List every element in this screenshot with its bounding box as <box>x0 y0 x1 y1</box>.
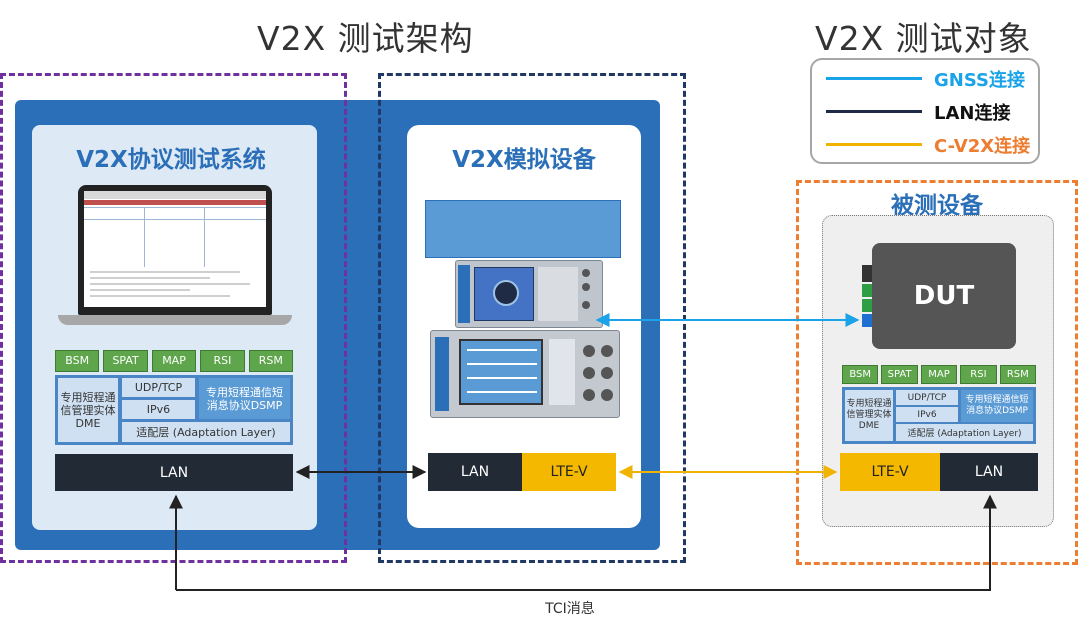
app-rsi: RSI <box>200 350 245 372</box>
dut-adaptation-layer-box: 适配层 (Adaptation Layer) <box>896 424 1033 441</box>
app-bsm: BSM <box>55 350 100 372</box>
dut-lan-port: LAN <box>940 453 1038 491</box>
dsmp-box: 专用短程通信短消息协议DSMP <box>199 378 290 419</box>
simulator-label-box <box>425 200 621 258</box>
lan-legend-line <box>826 110 922 113</box>
gnss-legend-line <box>826 77 922 80</box>
simulator-lan-port: LAN <box>428 453 522 491</box>
cv2x-legend-line <box>826 143 922 146</box>
dut-ipv6-box: IPv6 <box>896 407 958 422</box>
dut-app-bsm: BSM <box>842 365 879 384</box>
tci-message-label: TCI消息 <box>545 601 595 617</box>
dut-app-map: MAP <box>920 365 958 384</box>
ipv6-box: IPv6 <box>122 400 195 419</box>
dut-app-spat: SPAT <box>881 365 918 384</box>
gnss-legend-label: GNSS连接 <box>934 70 1025 91</box>
simulator-ltev-port: LTE-V <box>522 453 616 491</box>
dut-port-green-2 <box>862 299 874 312</box>
radio-tester-instrument <box>430 330 620 418</box>
laptop-base <box>58 315 292 325</box>
adaptation-layer-box: 适配层 (Adaptation Layer) <box>122 422 290 442</box>
dut-port-gray <box>862 265 874 282</box>
architecture-title: V2X 测试架构 <box>257 19 474 58</box>
signal-generator-instrument <box>455 260 603 328</box>
dut-area-title: 被测设备 <box>891 193 983 219</box>
dut-port-green-1 <box>862 284 874 297</box>
dut-app-message-row: BSM SPAT MAP RSI RSM <box>842 365 1037 384</box>
dut-app-rsi: RSI <box>960 365 997 384</box>
protocol-test-outline <box>0 73 347 563</box>
protocol-test-system-title: V2X协议测试系统 <box>60 140 282 180</box>
app-message-row: BSM SPAT MAP RSI RSM <box>55 350 294 372</box>
app-spat: SPAT <box>103 350 148 372</box>
legend-box: GNSS连接 LAN连接 C-V2X连接 <box>810 58 1040 164</box>
cv2x-legend-label: C-V2X连接 <box>934 136 1031 157</box>
laptop-screen <box>84 191 266 307</box>
test-object-title: V2X 测试对象 <box>815 19 1032 58</box>
dme-box: 专用短程通信管理实体DME <box>58 378 118 442</box>
udp-tcp-box: UDP/TCP <box>122 378 195 397</box>
app-map: MAP <box>151 350 197 372</box>
tci-link-bottom <box>176 494 997 591</box>
dut-device: DUT <box>872 243 1016 349</box>
simulator-title: V2X模拟设备 <box>452 147 596 173</box>
dut-ltev-port: LTE-V <box>840 453 940 491</box>
laptop-icon <box>78 185 272 315</box>
app-rsm: RSM <box>248 350 294 372</box>
lan-legend-label: LAN连接 <box>934 103 1011 124</box>
dut-outline <box>796 180 1078 565</box>
dut-dme-box: 专用短程通信管理实体DME <box>845 390 893 441</box>
dut-app-rsm: RSM <box>999 365 1037 384</box>
dut-udp-tcp-box: UDP/TCP <box>896 390 958 405</box>
system-lan-port: LAN <box>55 454 293 491</box>
dut-port-blue <box>862 314 874 327</box>
dut-dsmp-box: 专用短程通信短消息协议DSMP <box>961 390 1033 422</box>
